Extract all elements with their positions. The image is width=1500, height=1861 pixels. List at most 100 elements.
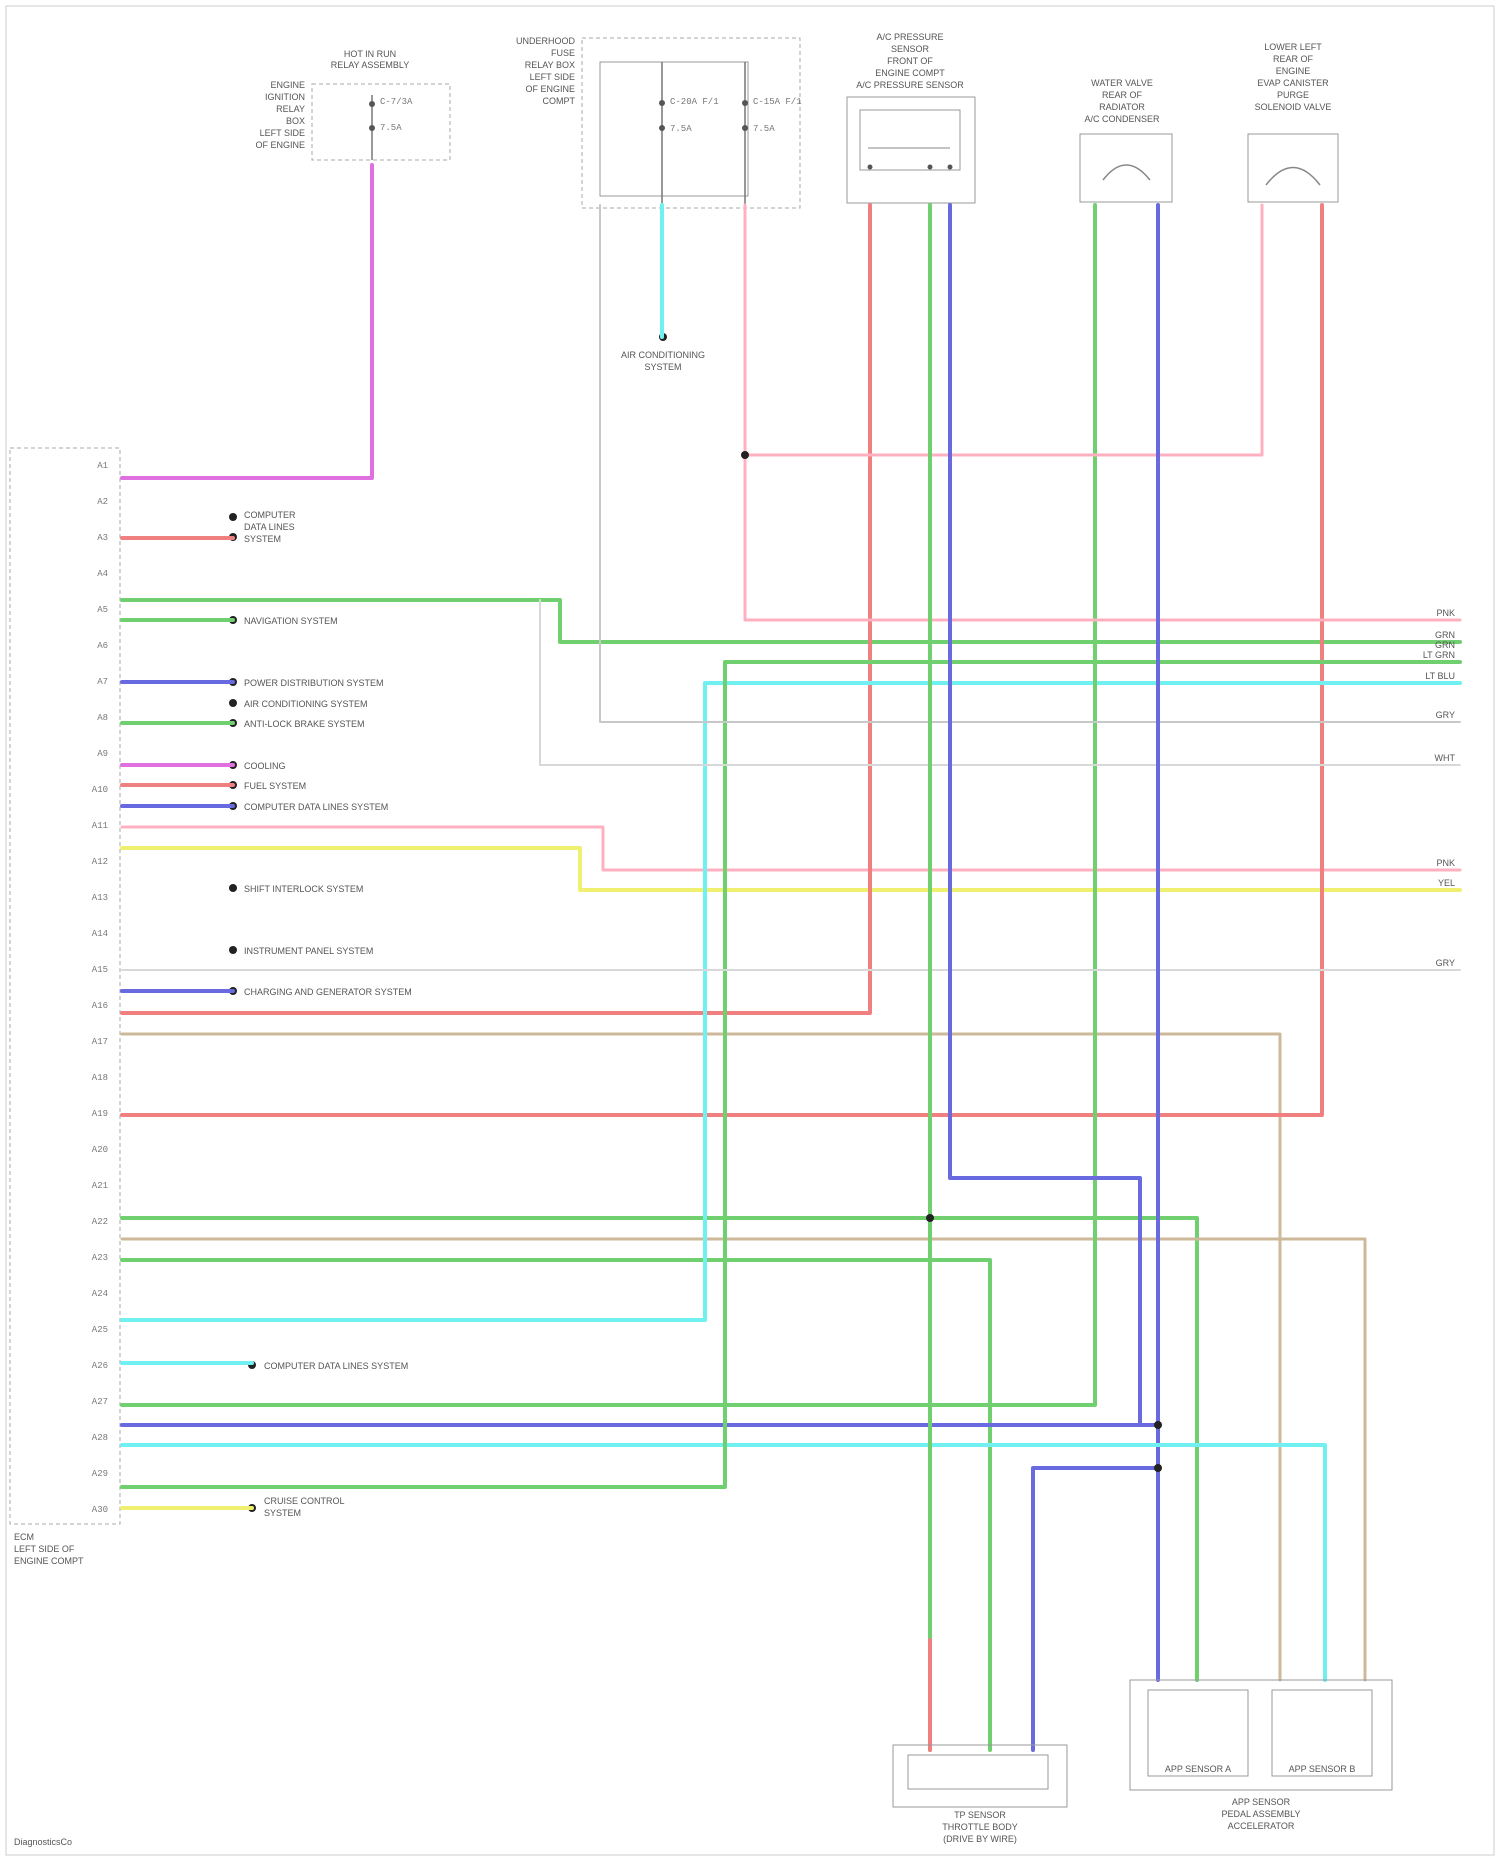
fuse-pin-4: 7.5A (753, 124, 775, 134)
wire-tan-2 (122, 1239, 1365, 1680)
acp-outer-box (847, 97, 975, 203)
right-edge-tag: YEL (1438, 878, 1455, 888)
sys-fuel: FUEL SYSTEM (244, 781, 306, 791)
ecm-pin-label: A4 (97, 569, 108, 579)
wire-ltblue-1 (122, 683, 1460, 1320)
fuse-title-5: OF ENGINE (525, 84, 575, 94)
wire-green-app (122, 1218, 1197, 1680)
sys-charging: CHARGING AND GENERATOR SYSTEM (244, 987, 412, 997)
relay-sub-3: RELAY (276, 104, 305, 114)
sys-navigation: NAVIGATION SYSTEM (244, 616, 338, 626)
acp-title-4: ENGINE COMPT (875, 68, 945, 78)
sys-abs: ANTI-LOCK BRAKE SYSTEM (244, 719, 365, 729)
sys-data-lines-2: COMPUTER DATA LINES SYSTEM (264, 1361, 408, 1371)
app-title-2: PEDAL ASSEMBLY (1221, 1809, 1300, 1819)
wire-grey-fuse (600, 205, 1460, 722)
tp-sensor: TP SENSOR THROTTLE BODY (DRIVE BY WIRE) (893, 1745, 1067, 1844)
right-edge-tag: GRY (1436, 710, 1455, 720)
tp-title-1: TP SENSOR (954, 1810, 1006, 1820)
fuse-title-4: LEFT SIDE (530, 72, 575, 82)
fuse-title-3: RELAY BOX (525, 60, 575, 70)
ecm-pin-label: A12 (92, 857, 108, 867)
right-edge-tag: LT BLU (1425, 671, 1455, 681)
app-sensor: APP SENSOR A APP SENSOR B APP SENSOR PED… (1130, 1680, 1392, 1831)
sys-cooling: COOLING (244, 761, 286, 771)
wire-pink-purge (745, 205, 1262, 455)
acp-inner-box (860, 110, 960, 170)
sys-cruise-2: SYSTEM (264, 1508, 301, 1518)
ecm-pin-label: A21 (92, 1181, 108, 1191)
ecm-title-2: LEFT SIDE OF (14, 1544, 75, 1554)
ecm-pin-label: A16 (92, 1001, 108, 1011)
ecm-pin-label: A30 (92, 1505, 108, 1515)
ecm-pin-label: A25 (92, 1325, 108, 1335)
wires (122, 165, 1460, 1750)
right-edge-tag: LT GRN (1423, 650, 1455, 660)
ecm-pin-label: A8 (97, 713, 108, 723)
ecm-pin-label: A15 (92, 965, 108, 975)
sys-computer-2: DATA LINES (244, 522, 295, 532)
relay-title-2: RELAY ASSEMBLY (331, 60, 410, 70)
diagram-frame (6, 6, 1494, 1855)
relay-box-outline (312, 84, 450, 160)
right-edge-tag: PNK (1436, 858, 1455, 868)
pv-title-5: PURGE (1277, 90, 1309, 100)
ecm-pin-label: A26 (92, 1361, 108, 1371)
wv-title-4: A/C CONDENSER (1084, 114, 1160, 124)
hot-in-run-relay: HOT IN RUN RELAY ASSEMBLY ENGINE IGNITIO… (255, 49, 450, 160)
fuse-pin-2: 7.5A (670, 124, 692, 134)
acp-title-1: A/C PRESSURE (876, 32, 943, 42)
acp-title-2: SENSOR (891, 44, 930, 54)
fuse-pin-3: C-15A F/1 (753, 97, 802, 107)
sys-shift-interlock: SHIFT INTERLOCK SYSTEM (244, 884, 363, 894)
ac-system-ref: AIR CONDITIONING SYSTEM (621, 333, 705, 372)
right-edge-tag: GRY (1436, 958, 1455, 968)
app-title-1: APP SENSOR (1232, 1797, 1291, 1807)
pv-title-1: LOWER LEFT (1264, 42, 1322, 52)
pv-title-4: EVAP CANISTER (1257, 78, 1329, 88)
ecm-title-3: ENGINE COMPT (14, 1556, 84, 1566)
wire-pink-fuse (745, 205, 1460, 620)
sys-air-cond: AIR CONDITIONING SYSTEM (244, 699, 368, 709)
pv-title-2: REAR OF (1273, 54, 1314, 64)
fuse-block-outline (582, 38, 800, 208)
sys-instrument: INSTRUMENT PANEL SYSTEM (244, 946, 373, 956)
ac-pressure-sensor: A/C PRESSURE SENSOR FRONT OF ENGINE COMP… (847, 32, 975, 203)
ecm-pin-label: A28 (92, 1433, 108, 1443)
wv-box (1080, 134, 1172, 202)
underhood-fuse-block: UNDERHOOD FUSE RELAY BOX LEFT SIDE OF EN… (516, 36, 802, 208)
ecm-pin-label: A19 (92, 1109, 108, 1119)
app-a-label: APP SENSOR A (1165, 1764, 1231, 1774)
ecm-pin-label: A17 (92, 1037, 108, 1047)
relay-sub-6: OF ENGINE (255, 140, 305, 150)
app-b-label: APP SENSOR B (1289, 1764, 1356, 1774)
water-valve: WATER VALVE REAR OF RADIATOR A/C CONDENS… (1080, 78, 1172, 202)
relay-sub-1: ENGINE (270, 80, 305, 90)
wv-title-1: WATER VALVE (1091, 78, 1153, 88)
ecm-pin-label: A29 (92, 1469, 108, 1479)
footer-credit: DiagnosticsCo (14, 1837, 72, 1847)
ecm-pin-label: A6 (97, 641, 108, 651)
wv-title-3: RADIATOR (1099, 102, 1145, 112)
sys-data-lines: COMPUTER DATA LINES SYSTEM (244, 802, 388, 812)
ecm-pin-label: A9 (97, 749, 108, 759)
relay-title-1: HOT IN RUN (344, 49, 396, 59)
ecm-pin-label: A22 (92, 1217, 108, 1227)
relay-pin-1: C-7/3A (380, 97, 413, 107)
ecm-pin-label: A27 (92, 1397, 108, 1407)
relay-pin-2: 7.5A (380, 123, 402, 133)
ecm-pin-label: A1 (97, 461, 108, 471)
ecm-title-1: ECM (14, 1532, 34, 1542)
wire-blue-app (122, 1425, 1158, 1680)
ecm-pin-label: A24 (92, 1289, 108, 1299)
tp-inner (908, 1755, 1048, 1789)
ecm-pin-label: A23 (92, 1253, 108, 1263)
sys-computer-3: SYSTEM (244, 534, 281, 544)
fuse-pin-1: C-20A F/1 (670, 97, 719, 107)
ecm-pin-label: A2 (97, 497, 108, 507)
fuse-title-2: FUSE (551, 48, 575, 58)
ecm-pin-label: A14 (92, 929, 108, 939)
ecm-pin-label: A5 (97, 605, 108, 615)
tp-box (893, 1745, 1067, 1807)
